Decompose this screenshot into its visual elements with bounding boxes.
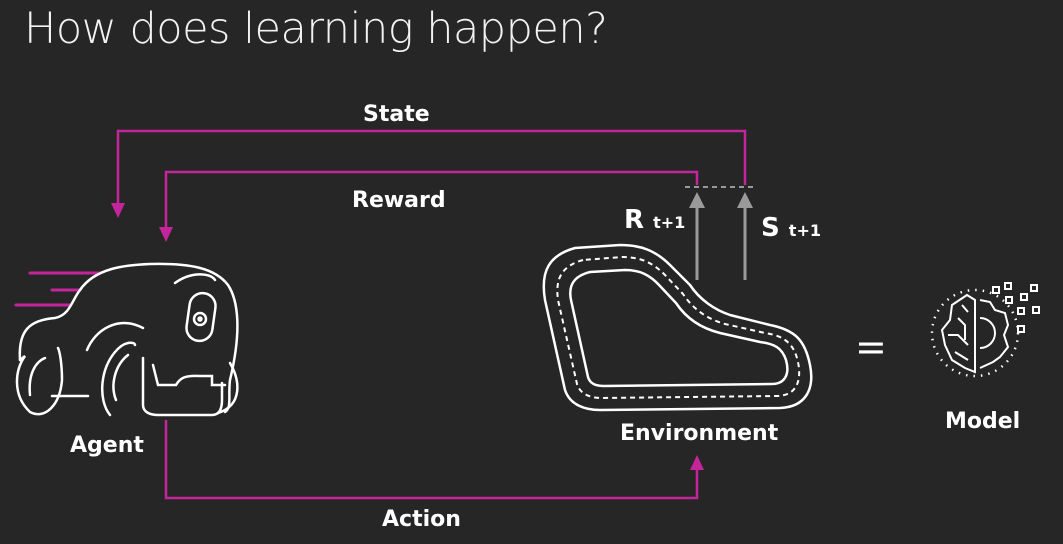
model-brain-gear-icon <box>930 282 1040 378</box>
slide-title: How does learning happen? <box>24 4 608 54</box>
state-symbol: S t+1 <box>761 213 821 243</box>
environment-label: Environment <box>620 421 779 446</box>
action-label: Action <box>382 507 461 532</box>
state-loop-arrow <box>111 129 747 218</box>
agent-label: Agent <box>70 433 144 458</box>
action-loop-arrow <box>164 420 704 500</box>
reward-label: Reward <box>352 188 446 213</box>
r-symbol: R <box>624 205 645 235</box>
s-subscript: t+1 <box>788 221 821 240</box>
model-label: Model <box>945 409 1021 434</box>
r-subscript: t+1 <box>653 213 686 232</box>
reward-symbol: R t+1 <box>624 205 685 235</box>
reward-loop-arrow <box>159 170 699 242</box>
s-symbol: S <box>761 213 780 243</box>
agent-car-icon <box>14 262 239 417</box>
state-label: State <box>363 102 430 127</box>
equals-sign: = <box>855 325 887 369</box>
reward-up-arrow <box>689 192 705 280</box>
environment-track-icon <box>542 243 813 412</box>
state-up-arrow <box>737 192 753 280</box>
